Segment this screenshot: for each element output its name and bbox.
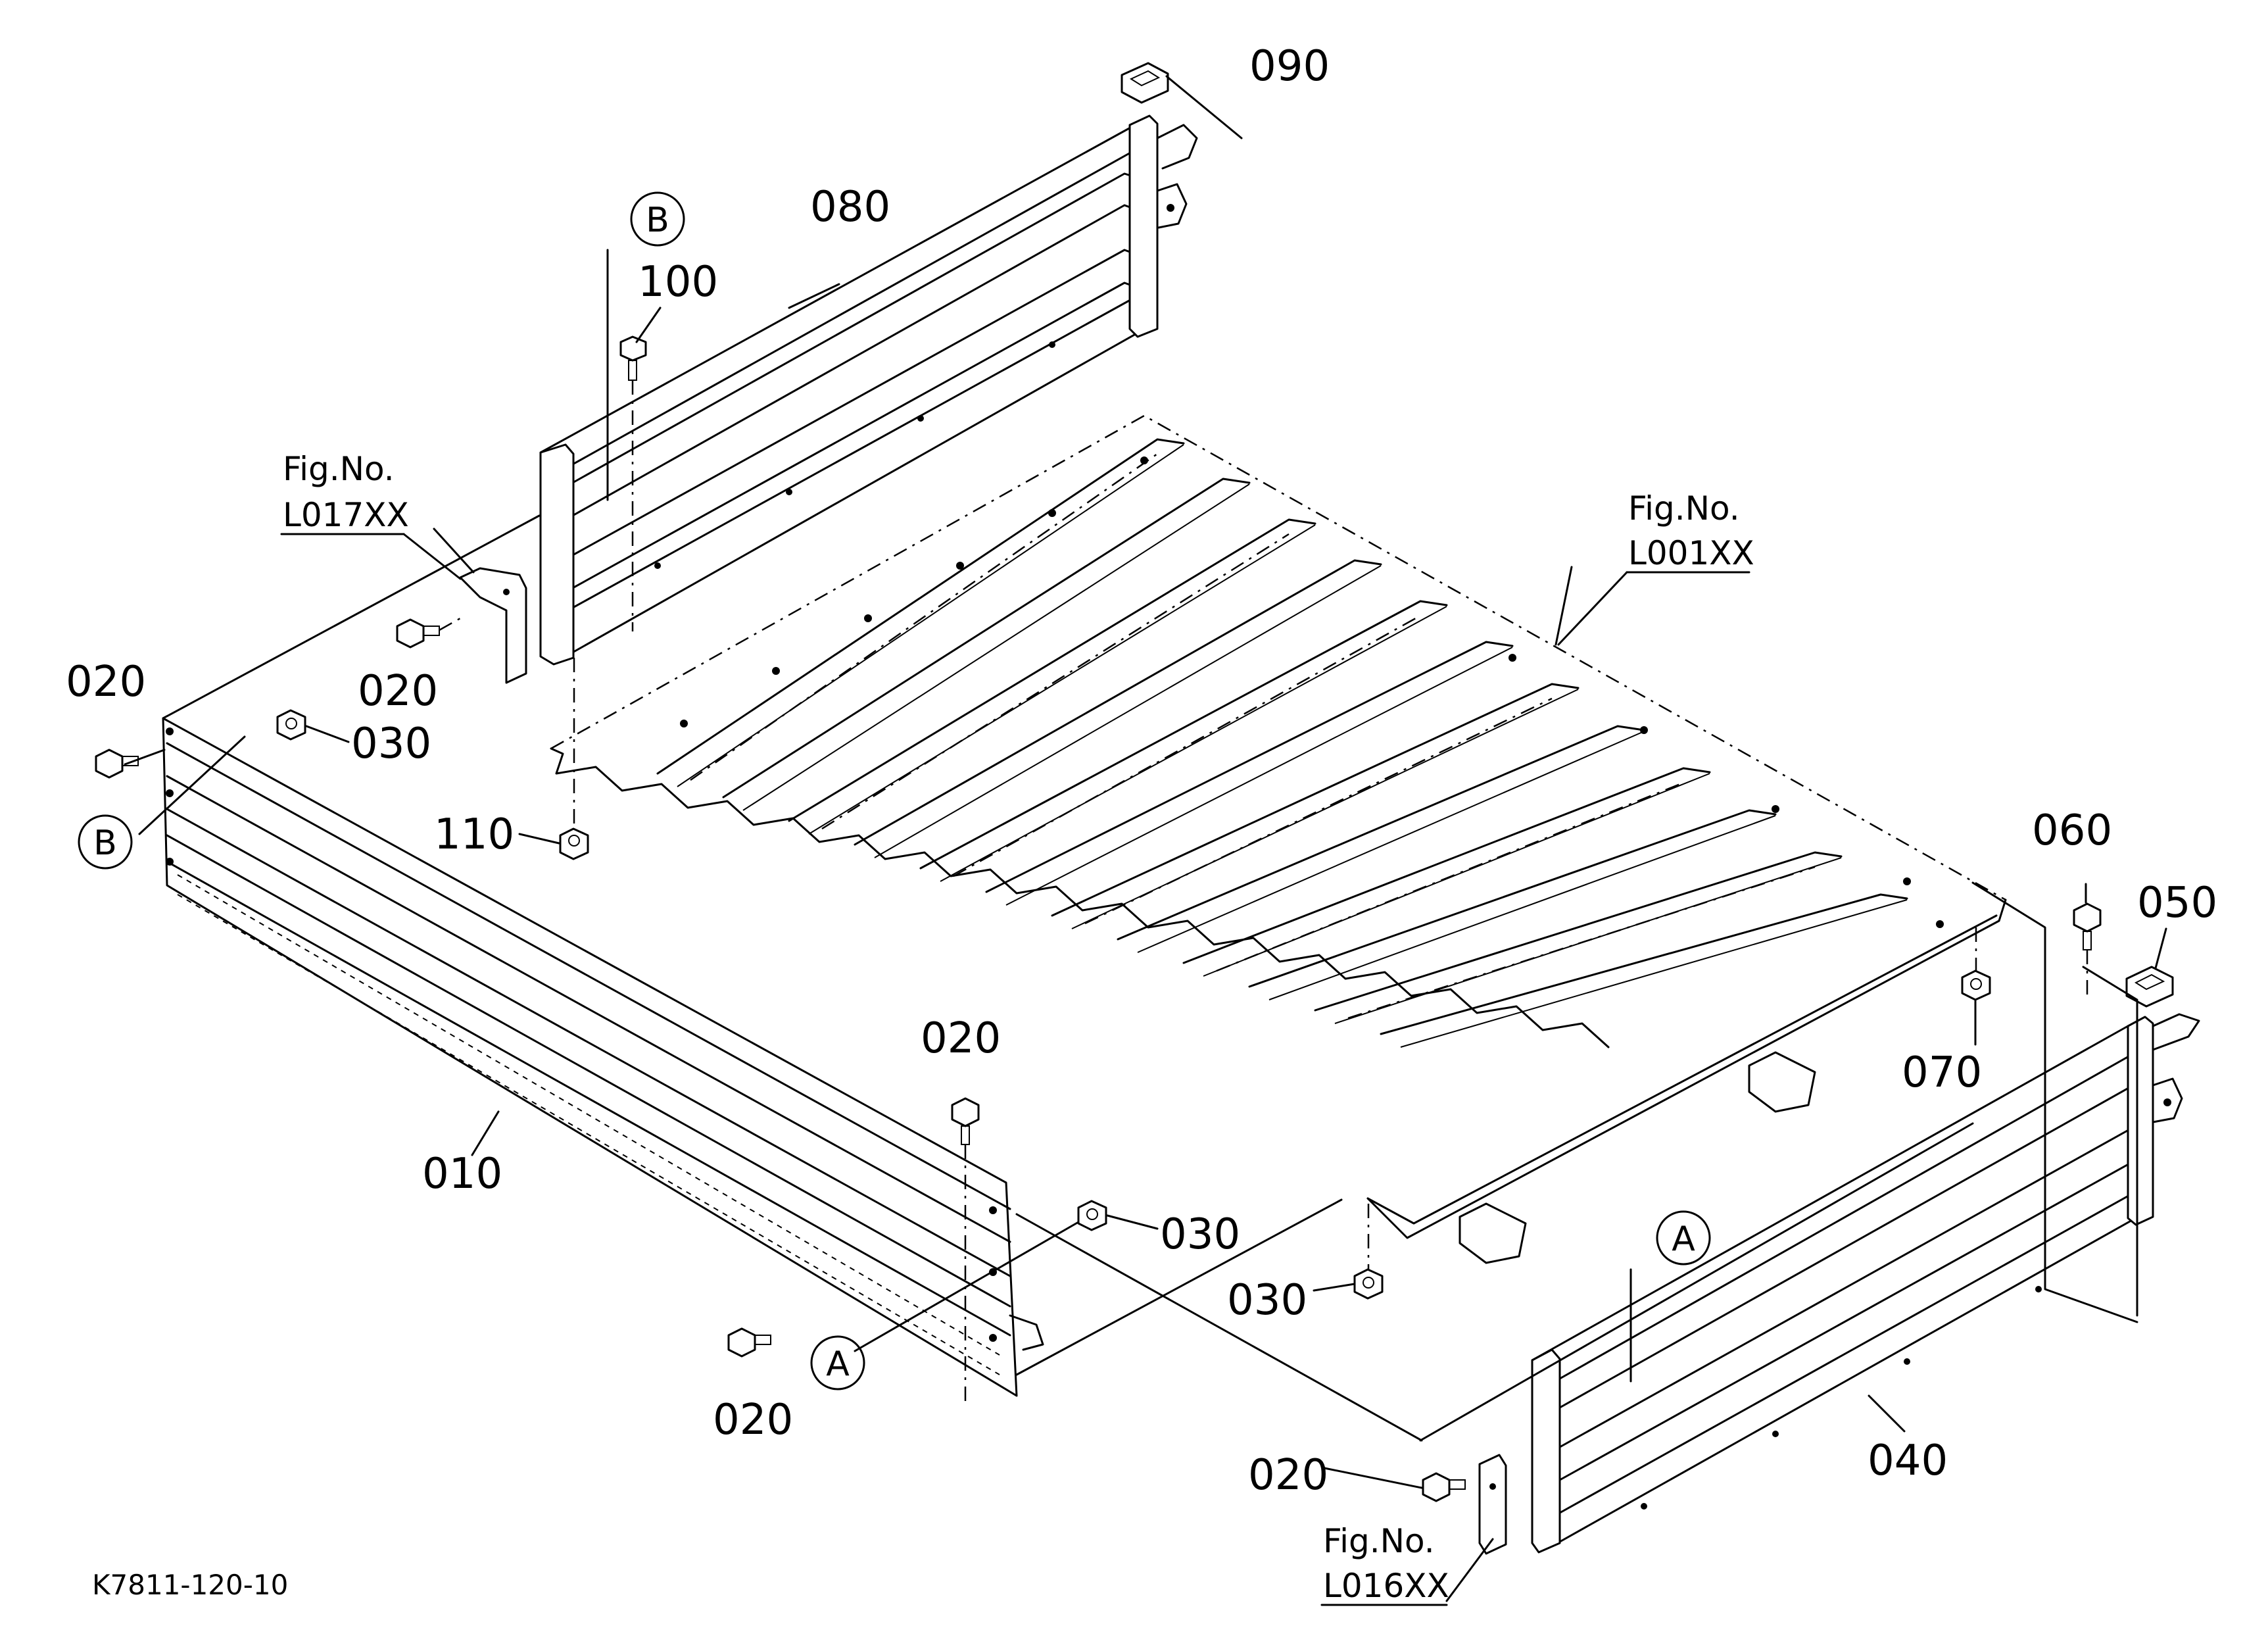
bolt-100 bbox=[619, 335, 647, 631]
ref-mark-b: B bbox=[646, 201, 669, 240]
bolt-020-lower bbox=[727, 1327, 771, 1358]
side-gate-010 bbox=[162, 717, 1044, 1397]
callout-020: 020 bbox=[358, 667, 438, 716]
nut-110 bbox=[559, 658, 589, 860]
assembly-lines bbox=[124, 75, 2167, 1602]
floor-holes bbox=[680, 456, 1944, 928]
callout-100: 100 bbox=[638, 258, 718, 307]
fig-ref-number: L001XX bbox=[1628, 534, 1754, 572]
nut-030-floor bbox=[1353, 1204, 1384, 1300]
bolt-020-right bbox=[1422, 1472, 1466, 1502]
rib-centerlines bbox=[690, 453, 1816, 1020]
fig-ref-l016: Fig.No. L016XX bbox=[1320, 1522, 1449, 1606]
callout-080: 080 bbox=[810, 183, 890, 232]
fig-ref-label: Fig.No. bbox=[1628, 489, 1740, 528]
callout-060: 060 bbox=[2032, 806, 2112, 855]
fig-ref-number: L017XX bbox=[283, 496, 409, 534]
callout-030: 030 bbox=[351, 720, 431, 768]
floor-panel bbox=[550, 414, 2007, 1264]
callout-020: 020 bbox=[1248, 1451, 1328, 1500]
drawing-code: K7811-120-10 bbox=[92, 1569, 288, 1601]
callout-050: 050 bbox=[2137, 879, 2217, 927]
floor-handle bbox=[1748, 1051, 1816, 1113]
bolt-020-upper bbox=[396, 617, 461, 649]
fig-ref-l017: Fig.No. L017XX bbox=[280, 450, 462, 580]
callout-010: 010 bbox=[422, 1150, 502, 1198]
floor-ribs bbox=[656, 438, 1908, 1048]
floor-handle bbox=[1459, 1202, 1527, 1264]
callout-070: 070 bbox=[1902, 1048, 1982, 1097]
fig-ref-label: Fig.No. bbox=[1323, 1522, 1435, 1560]
bolt-020-left bbox=[95, 749, 139, 779]
callout-020: 020 bbox=[713, 1396, 793, 1444]
callout-110: 110 bbox=[434, 810, 514, 859]
bolt-060 bbox=[2073, 902, 2102, 1000]
cap-090 bbox=[1121, 62, 1169, 104]
ref-mark-b: B bbox=[93, 823, 117, 863]
cap-050 bbox=[2125, 966, 2174, 1008]
nut-030-mid bbox=[1077, 1200, 1107, 1231]
callout-090: 090 bbox=[1249, 42, 1330, 91]
rear-gate-080 bbox=[539, 114, 1198, 666]
bracket-l016 bbox=[1478, 1454, 1507, 1555]
fig-ref-l001: Fig.No. L001XX bbox=[1557, 489, 1754, 646]
callout-020: 020 bbox=[66, 658, 146, 706]
nut-070 bbox=[1961, 927, 1991, 1001]
side-gate-040 bbox=[1531, 1013, 2200, 1554]
callouts: 090 080 100 020 020 030 110 010 020 030 … bbox=[66, 42, 2217, 1500]
fig-ref-number: L016XX bbox=[1323, 1567, 1449, 1605]
ref-mark-a: A bbox=[826, 1344, 850, 1384]
ref-mark-a: A bbox=[1672, 1219, 1695, 1259]
bolt-020-mid bbox=[951, 1097, 980, 1405]
callout-020: 020 bbox=[921, 1014, 1001, 1063]
callout-040: 040 bbox=[1868, 1437, 1948, 1485]
callout-030: 030 bbox=[1160, 1210, 1240, 1259]
callout-030: 030 bbox=[1227, 1276, 1307, 1325]
bracket-l017 bbox=[459, 567, 527, 684]
fig-ref-label: Fig.No. bbox=[283, 450, 395, 488]
nut-030-left bbox=[276, 709, 306, 741]
ref-marks: B B A A bbox=[78, 191, 1711, 1390]
